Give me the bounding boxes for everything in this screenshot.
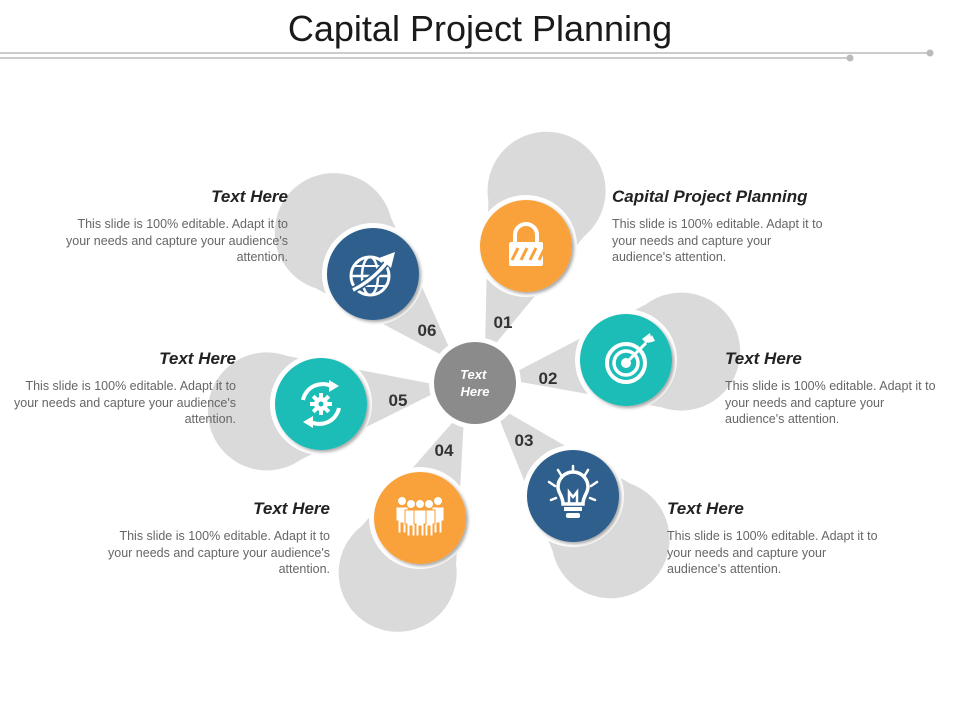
text-block-01: Capital Project Planning This slide is 1…	[612, 187, 842, 266]
step-number-01: 01	[494, 313, 513, 332]
text-block-heading: Text Here	[253, 499, 330, 518]
step-number-03: 03	[515, 431, 534, 450]
text-block-body: This slide is 100% editable. Adapt it to…	[612, 217, 823, 264]
step-number-02: 02	[539, 369, 558, 388]
text-block-body: This slide is 100% editable. Adapt it to…	[725, 379, 936, 426]
text-block-heading: Text Here	[667, 499, 744, 518]
text-block-06: Text Here This slide is 100% editable. A…	[58, 187, 288, 266]
text-block-body: This slide is 100% editable. Adapt it to…	[108, 529, 330, 576]
text-block-04: Text Here This slide is 100% editable. A…	[100, 499, 330, 578]
text-block-05: Text Here This slide is 100% editable. A…	[6, 349, 236, 428]
text-block-heading: Text Here	[159, 349, 236, 368]
text-block-heading: Text Here	[211, 187, 288, 206]
target-icon	[605, 333, 655, 384]
step-number-06: 06	[418, 321, 437, 340]
step-number-04: 04	[435, 441, 454, 460]
center-label: Text Here	[460, 367, 490, 399]
text-block-body: This slide is 100% editable. Adapt it to…	[667, 529, 878, 576]
text-block-heading: Text Here	[725, 349, 802, 368]
center-hub-inner	[434, 342, 516, 424]
people-icon	[395, 496, 445, 537]
lightbulb-icon	[547, 464, 599, 518]
text-block-body: This slide is 100% editable. Adapt it to…	[14, 379, 236, 426]
globe-arrow-icon	[349, 252, 395, 297]
step-number-05: 05	[389, 391, 408, 410]
text-block-02: Text Here This slide is 100% editable. A…	[725, 349, 955, 428]
title-underline	[0, 49, 934, 62]
cycle-gear-icon	[301, 380, 341, 428]
text-block-03: Text Here This slide is 100% editable. A…	[667, 499, 897, 578]
text-block-body: This slide is 100% editable. Adapt it to…	[66, 217, 288, 264]
page-title: Capital Project Planning	[287, 8, 673, 49]
lock-icon	[509, 222, 547, 266]
text-block-heading: Capital Project Planning	[612, 187, 808, 206]
